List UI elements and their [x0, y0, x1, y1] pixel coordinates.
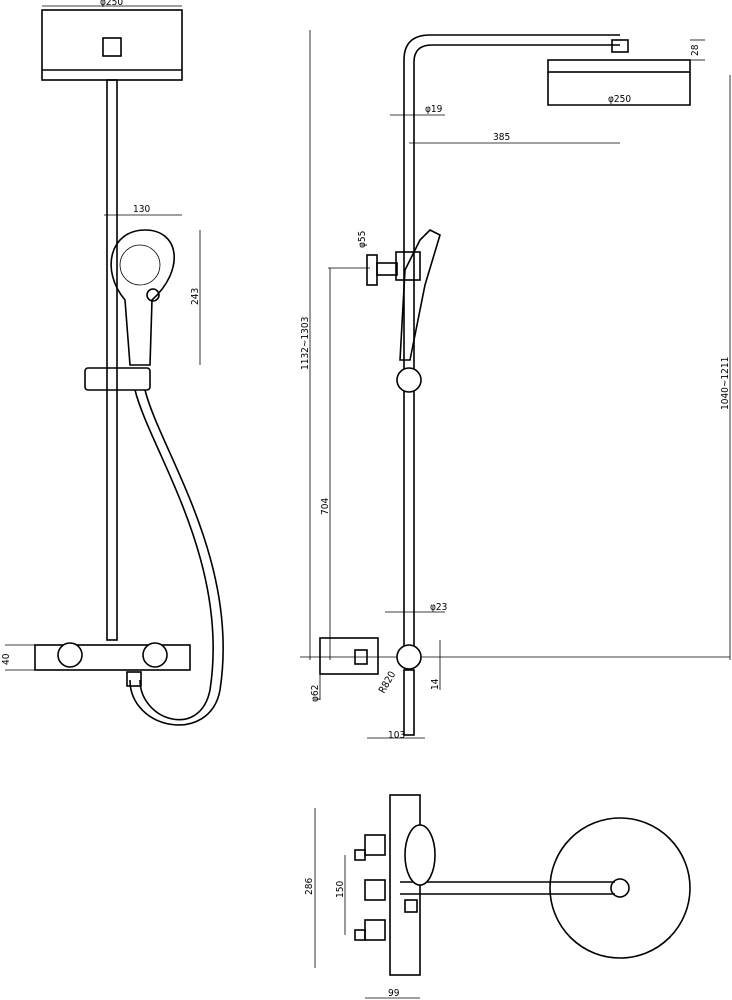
- top-view: 286 150 99: [304, 794, 691, 999]
- dim-side-head-diameter: φ250: [608, 94, 631, 105]
- top-rain-head: [549, 817, 691, 959]
- dim-total-height: 1132~1303: [300, 317, 311, 370]
- dim-hand-height: 243: [190, 288, 201, 305]
- dim-top-depth: 286: [304, 878, 315, 895]
- dim-hand-width: 130: [133, 204, 150, 215]
- dim-spacing: 150: [335, 881, 346, 898]
- hand-shower: [110, 229, 175, 366]
- thermostatic-valve: [34, 644, 191, 671]
- holder: [395, 251, 421, 281]
- dim-holder-height: 704: [320, 498, 331, 515]
- dim-offset: 14: [430, 678, 441, 690]
- side-rain-head: [547, 59, 691, 73]
- dim-valve-depth: 103: [388, 730, 405, 741]
- dim-valve-height: 40: [1, 653, 12, 665]
- rail: [106, 79, 118, 641]
- dim-flange-diameter: φ62: [310, 685, 321, 702]
- dim-front-head-diameter: φ250: [100, 0, 123, 8]
- dim-pipe-diameter: φ23: [430, 602, 447, 613]
- side-view: 28 φ250 φ19 385 1132~1303 1040~1211 φ55 …: [300, 30, 731, 741]
- front-view: φ250 130 243 40: [1, 0, 224, 726]
- dim-radius: R820: [377, 669, 398, 695]
- dim-top-offset: 99: [388, 988, 400, 999]
- dim-head-thickness: 28: [690, 44, 701, 56]
- dim-head-height: 1040~1211: [720, 357, 731, 410]
- dim-holder-diameter: φ55: [357, 231, 368, 248]
- dim-rail-diameter: φ19: [425, 104, 443, 115]
- slider: [84, 367, 151, 391]
- dim-arm-reach: 385: [493, 132, 510, 143]
